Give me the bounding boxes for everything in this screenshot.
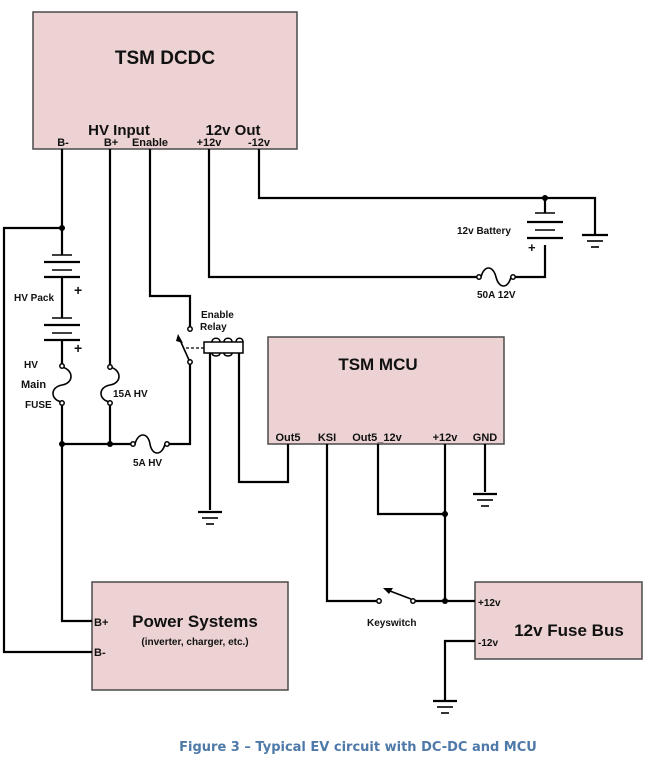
ground-icon xyxy=(198,510,222,525)
fuse-50a-label: 50A 12V xyxy=(477,290,516,301)
hv-pack-battery-icon xyxy=(44,254,80,342)
power-systems-title: Power Systems xyxy=(132,612,258,631)
power-systems-box xyxy=(91,581,289,691)
relay-label-relay: Relay xyxy=(200,322,227,333)
wire-minus12v-to-ground xyxy=(257,149,597,234)
battery-12v-label: 12v Battery xyxy=(457,226,511,237)
ground-icon xyxy=(473,492,497,507)
wire-out5-12v xyxy=(376,444,445,516)
battery-12v-icon xyxy=(527,212,563,240)
hv-pack-label: HV Pack xyxy=(14,293,54,304)
junction-dot xyxy=(59,225,65,231)
wire-5a-to-relay xyxy=(167,362,192,446)
keyswitch-icon xyxy=(376,588,416,604)
fuse-15a-label: 15A HV xyxy=(113,389,148,400)
power-systems-block: Power Systems (inverter, charger, etc.) … xyxy=(91,581,289,691)
wire-fuse50-to-battery xyxy=(514,245,547,279)
hv-main-fuse-icon xyxy=(52,363,72,406)
mcu-pin-gnd: GND xyxy=(473,432,498,444)
tsm-dcdc-title: TSM DCDC xyxy=(115,48,216,69)
wire-relay-coil-out5 xyxy=(237,353,290,484)
figure-caption: Figure 3 – Typical EV circuit with DC-DC… xyxy=(179,740,537,755)
wire-main-fuse-to-power-systems xyxy=(60,404,92,623)
power-systems-subtitle: (inverter, charger, etc.) xyxy=(141,637,248,648)
hv-pack-plus-sign: + xyxy=(74,282,82,298)
hv-input-label: HV Input xyxy=(88,122,150,139)
dcdc-pin-minus12v: -12v xyxy=(248,137,271,149)
fuse-5a-icon xyxy=(130,434,170,454)
tsm-dcdc-block: TSM DCDC HV Input 12v Out B- B+ Enable +… xyxy=(32,11,298,150)
mcu-pin-ksi: KSI xyxy=(318,432,336,444)
mcu-pin-plus12v: +12v xyxy=(433,432,459,444)
junction-dot xyxy=(59,441,65,447)
tsm-dcdc-box xyxy=(32,11,298,150)
wire-bminus-to-power-systems xyxy=(2,226,92,654)
12v-out-label: 12v Out xyxy=(205,122,260,139)
keyswitch-label: Keyswitch xyxy=(367,618,416,629)
relay-label-enable: Enable xyxy=(201,310,234,321)
hv-main-fuse-label-fuse: FUSE xyxy=(25,400,52,411)
ground-icon xyxy=(582,233,608,248)
hv-pack-plus-sign: + xyxy=(74,340,82,356)
junction-dot xyxy=(107,441,113,447)
wire-ksi-to-keyswitch xyxy=(325,444,378,603)
enable-relay-coil-icon xyxy=(203,337,244,357)
wire-fusebus-minus12v xyxy=(443,639,475,700)
dcdc-pin-bplus: B+ xyxy=(104,137,118,149)
battery-12v-plus-sign: + xyxy=(528,240,536,255)
tsm-mcu-box xyxy=(267,336,505,445)
ps-pin-bminus: B- xyxy=(94,647,106,659)
tsm-mcu-title: TSM MCU xyxy=(338,355,417,374)
fuse-5a-label: 5A HV xyxy=(133,458,162,469)
fuse-50a-icon xyxy=(476,267,516,287)
junction-dot xyxy=(442,598,448,604)
dcdc-pin-plus12v: +12v xyxy=(197,137,223,149)
junction-dot xyxy=(442,511,448,517)
dcdc-pin-enable: Enable xyxy=(132,137,168,149)
junction-dot xyxy=(542,195,548,201)
fuse-15a-icon xyxy=(100,364,120,406)
fuse-bus-block: 12v Fuse Bus +12v -12v xyxy=(474,581,643,660)
fuse-bus-title: 12v Fuse Bus xyxy=(514,621,624,640)
hv-main-fuse-label-main: Main xyxy=(21,379,46,391)
ground-icon xyxy=(433,699,457,714)
dcdc-pin-bminus: B- xyxy=(57,137,69,149)
fuse-bus-pin-minus12v: -12v xyxy=(478,638,498,649)
junctions xyxy=(59,195,548,604)
wire-plus12v-to-fuse50 xyxy=(207,149,478,279)
fuse-bus-box xyxy=(474,581,643,660)
mcu-pin-out5: Out5 xyxy=(275,432,300,444)
fuse-bus-pin-plus12v: +12v xyxy=(478,598,501,609)
tsm-mcu-block: TSM MCU Out5 KSI Out5_12v +12v GND xyxy=(267,336,505,445)
wiring xyxy=(2,149,597,700)
enable-relay-switch-icon xyxy=(176,326,204,365)
ps-pin-bplus: B+ xyxy=(94,617,108,629)
mcu-pin-out5-12v: Out5_12v xyxy=(352,432,402,444)
wire-enable-to-relay xyxy=(148,149,192,328)
hv-main-fuse-label-hv: HV xyxy=(24,360,38,371)
